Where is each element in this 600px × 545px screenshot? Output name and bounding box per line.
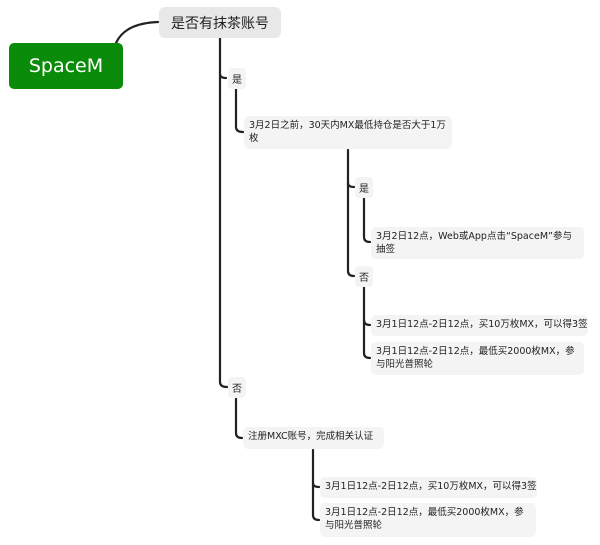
connector-no-step — [234, 396, 244, 440]
main-topic-label: 是否有抹茶账号 — [171, 15, 269, 32]
connector-step-item2 — [311, 481, 321, 522]
connector-root-topic — [114, 20, 160, 45]
connector-topic-yes — [218, 36, 228, 80]
connector-step-item1 — [311, 448, 321, 489]
connector-cno-item1 — [362, 285, 372, 327]
condition-yes-item[interactable]: 3月2日12点，Web或App点击“SpaceM”参与抽签 — [371, 227, 584, 259]
register-item-1[interactable]: 3月1日12点-2日12点，买10万枚MX，可以得3签 — [320, 477, 537, 498]
main-topic-node[interactable]: 是否有抹茶账号 — [159, 7, 281, 38]
root-label: SpaceM — [28, 55, 104, 77]
condition-no-label[interactable]: 否 — [355, 266, 373, 287]
connector-cyes-item — [362, 196, 372, 244]
condition-node[interactable]: 3月2日之前，30天内MX最低持仓是否大于1万枚 — [244, 116, 452, 149]
branch-yes-label[interactable]: 是 — [228, 68, 246, 89]
branch-no-label[interactable]: 否 — [228, 377, 246, 398]
connector-cno-item2 — [362, 318, 372, 360]
register-step-node[interactable]: 注册MXC账号，完成相关认证 — [243, 427, 384, 449]
connector-yes-condition — [234, 86, 245, 134]
connector-condition-yes — [346, 148, 356, 189]
condition-no-item-2[interactable]: 3月1日12点-2日12点，最低买2000枚MX，参与阳光普照轮 — [371, 342, 584, 375]
connector-topic-no — [218, 72, 229, 389]
register-item-2[interactable]: 3月1日12点-2日12点，最低买2000枚MX，参与阳光普照轮 — [320, 503, 536, 537]
condition-no-item-1[interactable]: 3月1日12点-2日12点，买10万枚MX，可以得3签 — [371, 315, 588, 336]
condition-yes-label[interactable]: 是 — [355, 177, 373, 198]
connector-condition-no — [346, 181, 356, 278]
root-node[interactable]: SpaceM — [9, 43, 123, 89]
